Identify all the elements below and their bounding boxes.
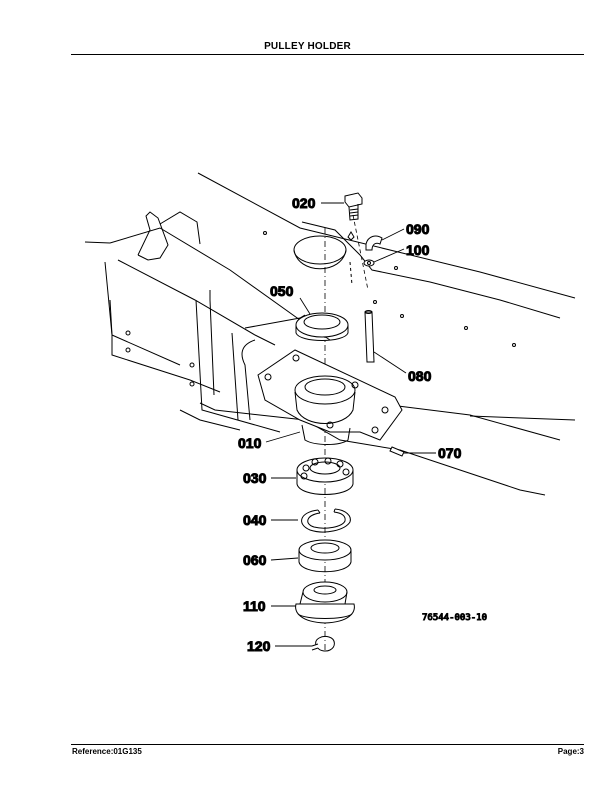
holder-plate-010 xyxy=(257,349,403,445)
callout-010: 010 xyxy=(238,435,262,451)
callout-120: 120 xyxy=(247,638,271,654)
callout-020: 020 xyxy=(292,195,316,211)
side-centerline xyxy=(352,214,369,291)
callout-050: 050 xyxy=(270,283,294,299)
bearing-030 xyxy=(296,457,354,495)
bolt-020 xyxy=(344,192,363,241)
figure-reference-code: 76544-003-10 xyxy=(422,613,487,623)
clip-120 xyxy=(311,636,335,652)
callout-070: 070 xyxy=(438,445,462,461)
bolt-070 xyxy=(389,446,405,457)
elbow-090 xyxy=(363,235,383,267)
leader-lines xyxy=(265,202,436,647)
hub-110 xyxy=(295,581,355,624)
callout-080: 080 xyxy=(408,368,432,384)
callout-030: 030 xyxy=(243,470,267,486)
footer-page-number: Page:3 xyxy=(557,747,584,756)
footer-rule xyxy=(71,744,584,745)
seal-060 xyxy=(298,539,352,573)
callout-040: 040 xyxy=(243,512,267,528)
page-title: PULLEY HOLDER xyxy=(264,41,351,52)
callout-090: 090 xyxy=(406,221,430,237)
callout-060: 060 xyxy=(243,552,267,568)
footer-reference: Reference:01G135 xyxy=(72,747,142,756)
callout-110: 110 xyxy=(243,598,266,614)
pin-080 xyxy=(364,310,375,363)
header-rule xyxy=(71,54,584,55)
seal-050 xyxy=(295,312,349,341)
snap-ring-040 xyxy=(301,508,351,533)
callout-100: 100 xyxy=(406,242,430,258)
